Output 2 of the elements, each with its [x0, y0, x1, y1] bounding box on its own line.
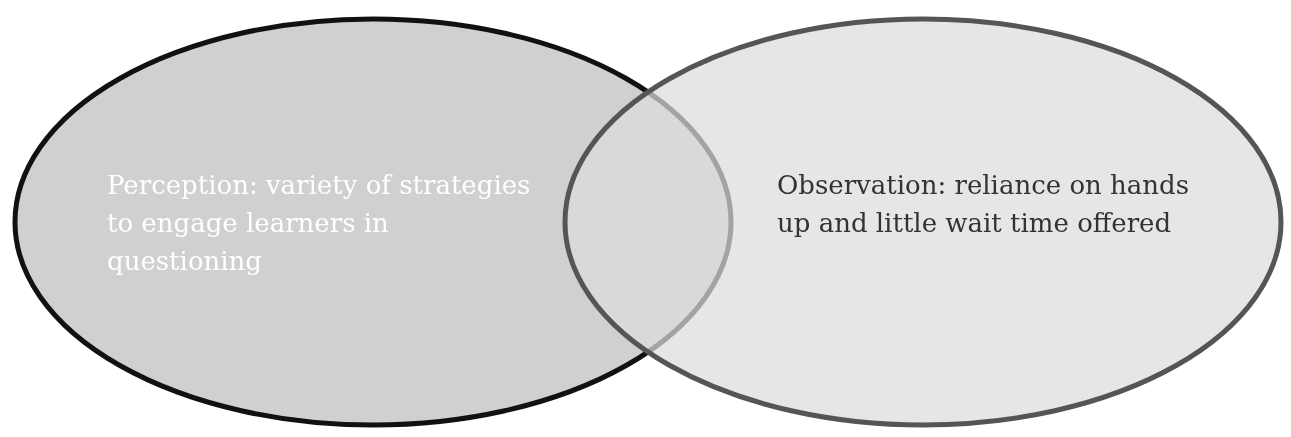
ellipse-label: Observation: reliance on hands up and little wait time offered [777, 169, 1191, 240]
venn-ellipse [562, 16, 1284, 428]
